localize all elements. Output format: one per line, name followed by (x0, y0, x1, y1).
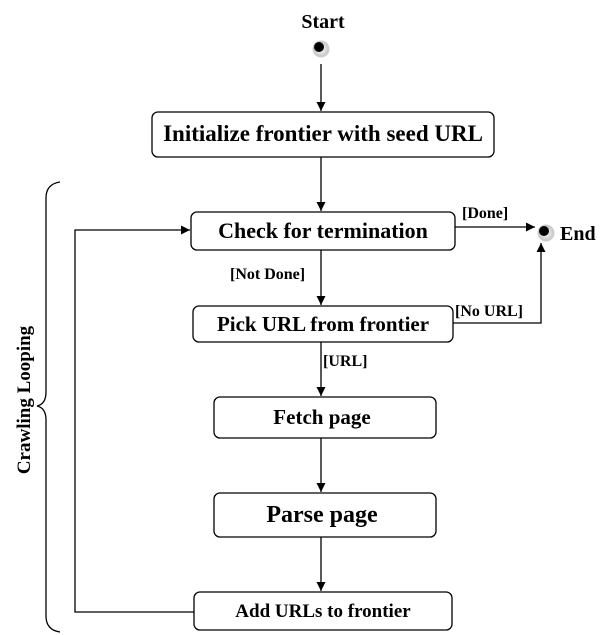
loop-label: Crawling Looping (14, 325, 35, 474)
guard-done: [Done] (462, 205, 508, 222)
guard-not-done: [Not Done] (230, 266, 305, 283)
node-check-termination: Check for termination (190, 211, 456, 251)
node-fetch-page: Fetch page (213, 396, 437, 439)
node-parse-label: Parse page (266, 502, 378, 528)
edge-loop-back (74, 225, 194, 613)
node-initialize-label: Initialize frontier with seed URL (163, 121, 483, 146)
node-fetch-label: Fetch page (273, 405, 370, 429)
node-pick-url: Pick URL from frontier (192, 305, 454, 343)
node-parse-page: Parse page (213, 492, 437, 538)
node-pick-label: Pick URL from frontier (217, 312, 429, 336)
edge-pick-to-end (453, 243, 546, 324)
guard-url: [URL] (323, 353, 367, 370)
start-label: Start (301, 11, 345, 33)
node-add-urls: Add URLs to frontier (193, 591, 453, 631)
node-check-label: Check for termination (218, 218, 428, 243)
node-initialize: Initialize frontier with seed URL (151, 111, 495, 158)
start-dot-icon (314, 42, 324, 52)
end-dot-icon (539, 226, 549, 236)
node-add-label: Add URLs to frontier (235, 601, 411, 622)
start-node (312, 40, 330, 58)
guard-no-url: [No URL] (455, 303, 523, 320)
loop-brace (36, 181, 61, 633)
end-label: End (560, 223, 596, 245)
end-node (537, 224, 555, 242)
